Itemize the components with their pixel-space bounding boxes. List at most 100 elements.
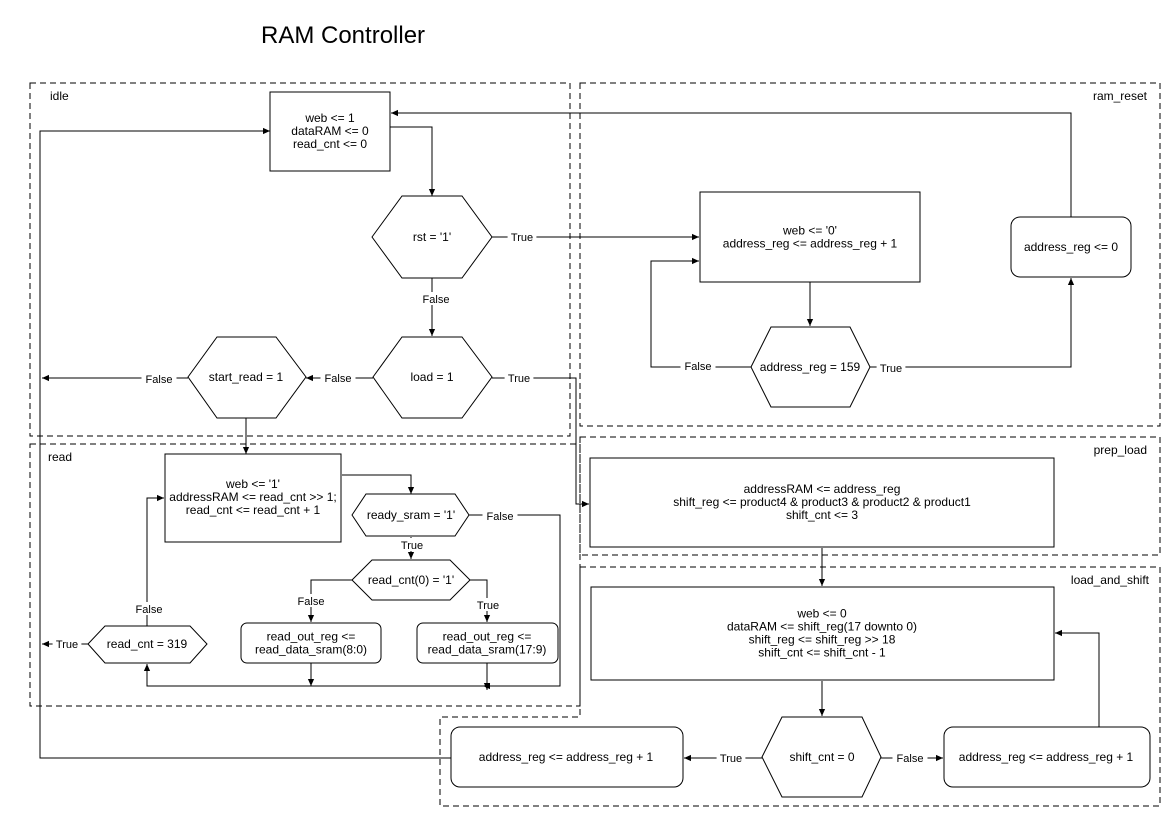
idle-init-line-2: dataRAM <= 0: [291, 124, 369, 138]
edge-reset-check-true-to-clear: [870, 278, 1075, 368]
read-cnt-bit-check-line-1: read_cnt(0) = '1': [368, 573, 454, 587]
edge-label-reset-addr-true: True: [876, 361, 906, 375]
addr-inc-true-line-1: address_reg <= address_reg + 1: [479, 750, 654, 764]
reset-write-line-1: web <= '0': [782, 224, 837, 238]
idle-init-line-3: read_cnt <= 0: [293, 137, 367, 151]
edge-label-text: False: [146, 374, 173, 386]
region-load-and-shift: load_and_shift: [439, 566, 1161, 807]
node-addr-inc-false[interactable]: address_reg <= address_reg + 1: [943, 726, 1151, 788]
reset-write-line-2: address_reg <= address_reg + 1: [723, 237, 898, 251]
region-label-prep-load: prep_load: [1094, 443, 1147, 457]
edge-label-background: [320, 371, 356, 384]
diagram-title: RAM Controller: [261, 22, 425, 49]
edge-label-background: [716, 751, 746, 764]
edge-label-text: False: [423, 294, 450, 306]
region-prep-load: prep_load: [579, 436, 1161, 556]
edge-label-background: [482, 509, 518, 522]
idle-init-line-1: web <= 1: [304, 111, 355, 125]
shift-cnt-check-line-1: shift_cnt = 0: [789, 750, 854, 764]
edge-bottom-to-read-cnt: [143, 664, 560, 687]
edge-label-ready-false: False: [482, 509, 518, 523]
load-shift-box-line-1: web <= 0: [796, 607, 847, 621]
edge-label-rst-false: False: [418, 292, 454, 306]
edge-bit-false-to-low: [307, 579, 352, 622]
region-idle: idle: [29, 82, 571, 437]
load-shift-box-line-3: shift_reg <= shift_reg >> 18: [749, 633, 896, 647]
read-setup-line-1: web <= '1': [225, 477, 280, 491]
node-ready-check[interactable]: ready_sram = '1': [351, 493, 470, 537]
edge-label-text: False: [136, 604, 163, 616]
edge-label-text: True: [880, 363, 902, 375]
edge-label-background: [293, 594, 329, 607]
edge-label-background: [504, 371, 534, 384]
edge-label-ready-true: True: [397, 538, 427, 552]
edge-label-load-true: True: [504, 371, 534, 385]
node-read-setup[interactable]: web <= '1'addressRAM <= read_cnt >> 1;re…: [164, 453, 342, 543]
edge-label-text: True: [508, 373, 530, 385]
edge-labels: True False False True False False True T…: [52, 230, 928, 765]
edge-label-shift-false: False: [892, 751, 928, 765]
edge-label-text: True: [56, 639, 78, 651]
node-load-check[interactable]: load = 1: [372, 336, 493, 419]
node-read-high[interactable]: read_out_reg <=read_data_sram(17:9): [416, 622, 559, 664]
edge-label-text: False: [298, 596, 325, 608]
node-addr-inc-true[interactable]: address_reg <= address_reg + 1: [450, 726, 684, 788]
node-read-cnt-bit-check[interactable]: read_cnt(0) = '1': [351, 559, 471, 601]
edge-label-text: False: [685, 361, 712, 373]
start-read-check-line-1: start_read = 1: [209, 370, 284, 384]
edge-label-text: False: [487, 511, 514, 523]
reset-addr-clear-line-1: address_reg <= 0: [1024, 240, 1118, 254]
read-high-line-2: read_data_sram(17:9): [428, 643, 547, 657]
edge-label-shift-true: True: [716, 751, 746, 765]
edge-label-background: [131, 602, 167, 615]
edge-label-background: [418, 292, 454, 305]
node-read-cnt-check[interactable]: read_cnt = 319: [87, 625, 208, 664]
load-check-line-1: load = 1: [410, 370, 453, 384]
edge-label-background: [397, 538, 427, 551]
node-reset-addr-check[interactable]: address_reg = 159: [750, 326, 871, 408]
edge-label-background: [473, 598, 503, 611]
region-label-read: read: [48, 450, 72, 464]
edge-read-cnt-false-to-setup: [146, 494, 164, 626]
edge-label-load-false: False: [320, 371, 356, 385]
node-shift-cnt-check[interactable]: shift_cnt = 0: [761, 716, 882, 798]
read-high-line-1: read_out_reg <=: [443, 630, 532, 644]
edge-label-background: [141, 372, 177, 385]
read-low-line-2: read_data_sram(8:0): [255, 643, 367, 657]
load-shift-box-line-2: dataRAM <= shift_reg(17 downto 0): [727, 620, 917, 634]
region-label-ram-reset: ram_reset: [1093, 89, 1148, 103]
prep-load-box-line-2: shift_reg <= product4 & product3 & produ…: [673, 495, 971, 509]
edge-label-read-cnt-true: True: [52, 637, 82, 651]
node-rst-check[interactable]: rst = '1': [371, 195, 493, 279]
prep-load-box-line-3: shift_cnt <= 3: [786, 508, 858, 522]
prep-load-box-line-1: addressRAM <= address_reg: [744, 482, 901, 496]
node-reset-addr-clear[interactable]: address_reg <= 0: [1010, 216, 1132, 278]
edge-label-background: [892, 751, 928, 764]
region-label-load-and-shift: load_and_shift: [1071, 573, 1150, 587]
load-shift-box-line-4: shift_cnt <= shift_cnt - 1: [758, 646, 886, 660]
node-read-low[interactable]: read_out_reg <=read_data_sram(8:0): [240, 622, 382, 664]
read-cnt-check-line-1: read_cnt = 319: [107, 637, 188, 651]
edge-label-text: False: [897, 753, 924, 765]
edge-label-background: [680, 359, 716, 372]
edge-reset-clear-to-init: [391, 109, 1072, 217]
read-setup-line-2: addressRAM <= read_cnt >> 1;: [169, 490, 336, 504]
edge-addr-inc-loop: [1055, 629, 1100, 727]
node-reset-write[interactable]: web <= '0'address_reg <= address_reg + 1: [699, 191, 921, 283]
region-label-idle: idle: [50, 89, 69, 103]
edge-label-text: True: [511, 232, 533, 244]
edge-label-rst-true: True: [507, 230, 537, 244]
edge-label-bit-false: False: [293, 594, 329, 608]
node-start-read-check[interactable]: start_read = 1: [187, 336, 307, 419]
edge-label-background: [876, 361, 906, 374]
edge-label-background: [52, 637, 82, 650]
edge-load-true-to-prep-load: [492, 377, 589, 508]
addr-inc-false-line-1: address_reg <= address_reg + 1: [959, 750, 1134, 764]
edge-label-text: False: [325, 373, 352, 385]
edge-label-text: True: [720, 753, 742, 765]
ready-check-line-1: ready_sram = '1': [367, 508, 455, 522]
